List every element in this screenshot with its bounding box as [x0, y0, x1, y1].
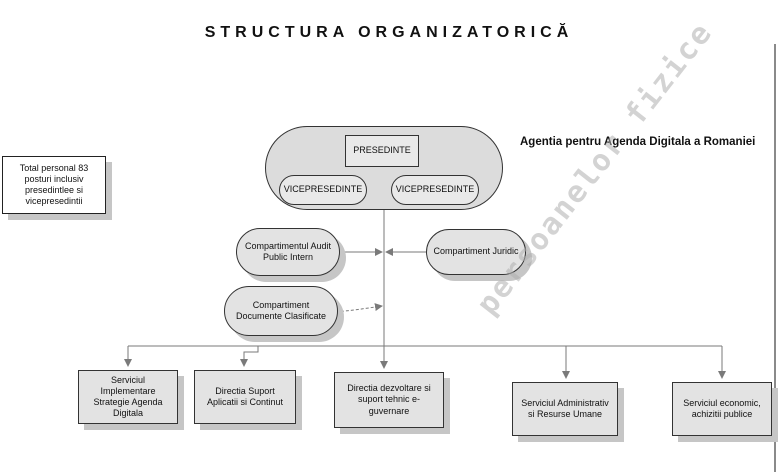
department-box-2: Directia Suport Aplicatii si Continut — [194, 370, 296, 424]
agency-name: Agentia pentru Agenda Digitala a Romanie… — [520, 136, 756, 148]
classified-docs-unit: Compartiment Documente Clasificate — [224, 286, 338, 336]
department-box-1: Serviciul Implementare Strategie Agenda … — [78, 370, 178, 424]
department-label-5: Serviciul economic, achizitii publice — [683, 397, 761, 419]
vicepresident-box-2: VICEPRESEDINTE — [391, 175, 479, 205]
legal-unit: Compartiment Juridic — [426, 229, 526, 275]
vicepresident-label-1: VICEPRESEDINTE — [283, 184, 363, 195]
docs-link — [335, 303, 383, 313]
page-border — [774, 44, 776, 472]
chart-title: STRUCTURA ORGANIZATORICĂ — [204, 24, 574, 41]
department-box-3: Directia dezvoltare si suport tehnic e-g… — [334, 372, 444, 428]
department-label-3: Directia dezvoltare si suport tehnic e-g… — [347, 383, 431, 416]
department-label-2: Directia Suport Aplicatii si Continut — [206, 385, 284, 407]
dept-link-2 — [240, 346, 259, 367]
vicepresident-label-2: VICEPRESEDINTE — [395, 184, 475, 195]
legal-unit-label: Compartiment Juridic — [433, 246, 519, 257]
audit-unit: Compartimentul Audit Public Intern — [236, 228, 340, 276]
department-box-5: Serviciul economic, achizitii publice — [672, 382, 772, 436]
department-label-1: Serviciul Implementare Strategie Agenda … — [93, 374, 163, 419]
department-label-4: Serviciul Administrativ si Resurse Umane — [521, 397, 609, 419]
department-box-4: Serviciul Administrativ si Resurse Umane — [512, 382, 618, 436]
staff-total-note: Total personal 83 posturi inclusiv prese… — [2, 156, 106, 214]
classified-docs-label: Compartiment Documente Clasificate — [235, 299, 327, 321]
president-box: PRESEDINTE — [345, 135, 419, 167]
audit-unit-label: Compartimentul Audit Public Intern — [244, 240, 332, 262]
staff-total-text: Total personal 83 posturi inclusiv prese… — [19, 162, 89, 207]
vicepresident-box-1: VICEPRESEDINTE — [279, 175, 367, 205]
president-label: PRESEDINTE — [353, 145, 411, 156]
